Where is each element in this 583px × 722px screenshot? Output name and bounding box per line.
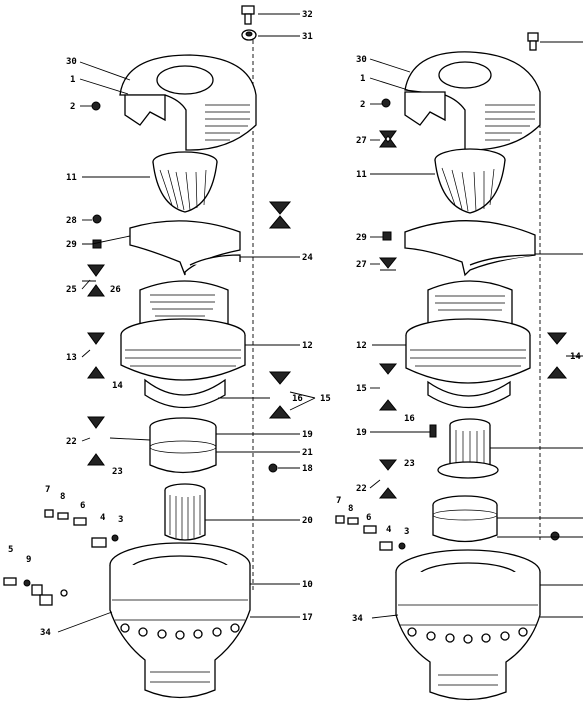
callout-2: 2	[70, 102, 75, 112]
cone-part-11	[152, 151, 218, 213]
right-callout-29: 29	[356, 233, 367, 243]
callout-18: 18	[302, 464, 313, 474]
right-housing-part-12	[405, 280, 531, 409]
callout-9: 9	[26, 555, 31, 565]
right-callout-4: 4	[386, 525, 392, 535]
callout-34: 34	[40, 628, 51, 638]
right-cage-part	[437, 418, 499, 479]
callout-28: 28	[66, 216, 77, 226]
callout-24: 24	[302, 253, 313, 263]
right-callout-30: 30	[356, 55, 367, 65]
callout-31: 31	[302, 32, 313, 42]
callout-16: 16	[292, 394, 303, 404]
top-cover-part-30	[119, 54, 257, 151]
callout-10: 10	[302, 580, 313, 590]
nut-part-31	[241, 29, 257, 41]
right-callout-19: 19	[356, 428, 367, 438]
callout-7: 7	[45, 485, 50, 495]
right-callout-15: 15	[356, 384, 367, 394]
right-callout-16: 16	[404, 414, 415, 424]
right-cone-part-11	[434, 148, 506, 214]
left-callout-labels: 32 31 30 1 2 11 28 29 25 26 13 14 16 15 …	[8, 10, 331, 638]
callout-19: 19	[302, 430, 313, 440]
right-bushing-part	[432, 495, 498, 543]
callout-12: 12	[302, 341, 313, 351]
right-callout-27a: 27	[356, 136, 367, 146]
right-split-ring-part	[404, 220, 536, 277]
fitting-group-lower	[3, 577, 68, 606]
callout-13: 13	[66, 353, 77, 363]
right-base-bolt-holes	[407, 627, 528, 644]
callout-26: 26	[110, 285, 121, 295]
callout-3: 3	[118, 515, 123, 525]
right-callout-12: 12	[356, 341, 367, 351]
base-part-34	[109, 542, 251, 699]
right-base-part-34	[395, 549, 541, 701]
callout-29: 29	[66, 240, 77, 250]
callout-21: 21	[302, 448, 313, 458]
left-exploded-view: 32 31 30 1 2 11 28 29 25 26 13 14 16 15 …	[3, 5, 331, 699]
right-exploded-view: 30 1 2 27 11 29 27 12 14 15 16 19 23 22 …	[335, 32, 583, 701]
right-callout-22: 22	[356, 484, 367, 494]
right-callout-1: 1	[360, 74, 365, 84]
callout-15: 15	[320, 394, 331, 404]
right-fitting-group	[335, 515, 406, 551]
right-screw-part	[527, 32, 583, 51]
right-top-cover-part-30	[404, 51, 541, 151]
callout-14: 14	[112, 381, 123, 391]
callout-20: 20	[302, 516, 313, 526]
right-callout-23: 23	[404, 459, 415, 469]
callout-22: 22	[66, 437, 77, 447]
left-valve-symbols	[82, 101, 292, 473]
callout-6: 6	[80, 501, 85, 511]
callout-32: 32	[302, 10, 313, 20]
fitting-group-upper	[44, 509, 119, 548]
right-callout-2: 2	[360, 100, 365, 110]
callout-25: 25	[66, 285, 77, 295]
right-callout-8: 8	[348, 504, 353, 514]
housing-part-12	[120, 280, 246, 409]
right-callout-11: 11	[356, 170, 367, 180]
right-callout-14: 14	[570, 352, 581, 362]
callout-11: 11	[66, 173, 77, 183]
right-callout-34: 34	[352, 614, 363, 624]
bushing-part-21	[149, 417, 217, 474]
split-ring-part-24	[129, 220, 241, 276]
callout-4: 4	[100, 513, 106, 523]
right-callout-7: 7	[336, 496, 341, 506]
right-leader-lines	[369, 58, 583, 619]
right-callout-3: 3	[404, 527, 409, 537]
right-callout-27b: 27	[356, 260, 367, 270]
right-callout-6: 6	[366, 513, 371, 523]
screw-part-32	[241, 5, 255, 25]
right-callout-labels: 30 1 2 27 11 29 27 12 14 15 16 19 23 22 …	[336, 55, 581, 624]
callout-8: 8	[60, 492, 65, 502]
left-leader-lines	[57, 13, 316, 633]
right-valve-symbols	[378, 98, 568, 541]
cage-part-20	[164, 483, 206, 541]
base-bolt-holes	[120, 623, 240, 640]
callout-1: 1	[70, 75, 75, 85]
callout-23: 23	[112, 467, 123, 477]
callout-30: 30	[66, 57, 77, 67]
callout-5: 5	[8, 545, 13, 555]
callout-17: 17	[302, 613, 313, 623]
